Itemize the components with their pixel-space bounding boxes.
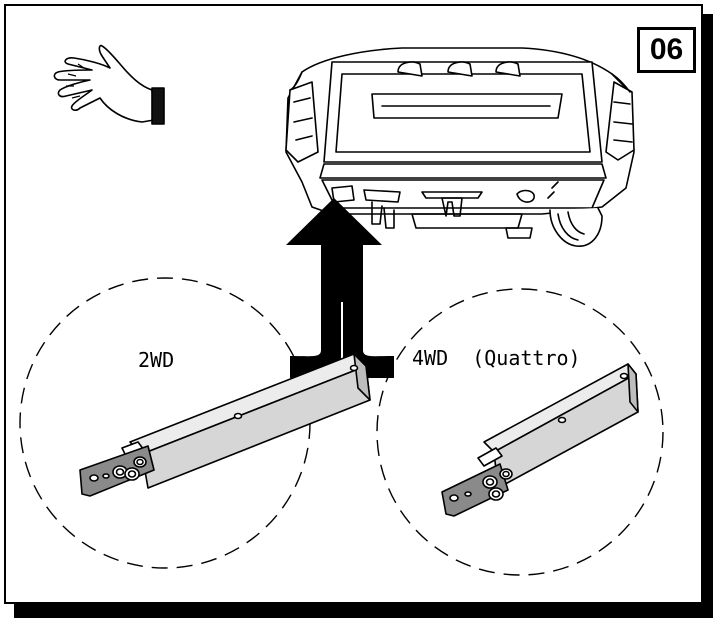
hand-glove-icon: [53, 44, 165, 125]
variant-label-4wd: 4WD (Quattro): [412, 346, 581, 370]
detail-circle-4wd: [376, 288, 664, 576]
diagram-canvas: [19, 44, 664, 576]
fork-arrow-icon: [286, 198, 394, 378]
bracket-part-4wd: [441, 363, 639, 517]
diagram-frame: 06 2WD 4WD (Quattro): [4, 4, 703, 604]
step-number: 06: [649, 33, 684, 66]
variant-label-2wd: 2WD: [138, 348, 175, 372]
step-number-badge: 06: [637, 27, 696, 73]
car-rear-illustration: [285, 47, 635, 247]
bracket-part-2wd: [79, 353, 371, 497]
